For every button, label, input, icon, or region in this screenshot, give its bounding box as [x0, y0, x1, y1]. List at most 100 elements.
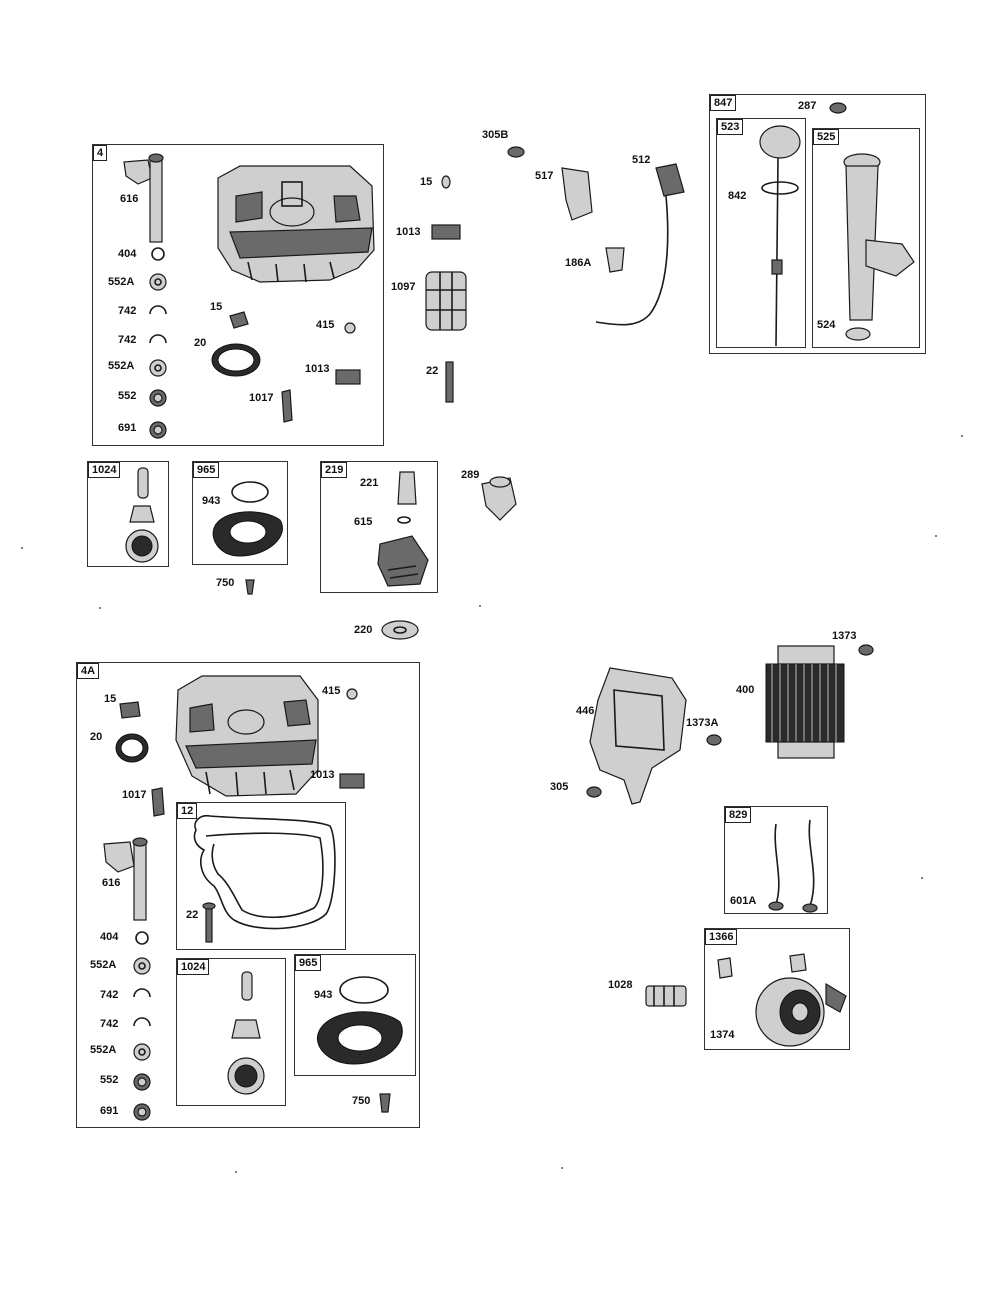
box-label-1366: 1366 [705, 929, 738, 946]
callout-415-top: 415 [316, 319, 335, 331]
callout-552A-bottom-2: 552A [90, 1044, 117, 1056]
box-label-965-top: 965 [193, 462, 220, 479]
callout-404-top: 404 [118, 248, 137, 260]
gasket-965-bottom [316, 976, 403, 1113]
callout-289: 289 [461, 469, 480, 481]
callout-742-top-1: 742 [118, 305, 137, 317]
callout-1017-top: 1017 [249, 392, 274, 404]
callout-22-bottom: 22 [186, 909, 199, 921]
frame-829 [724, 806, 828, 914]
frame-1366 [704, 928, 850, 1050]
box-label-1024-bottom: 1024 [177, 959, 210, 976]
callout-742-bottom-1: 742 [100, 989, 119, 1001]
callout-22-center: 22 [426, 365, 439, 377]
callout-552A-top-2: 552A [108, 360, 135, 372]
callout-601A: 601A [730, 895, 757, 907]
callout-400: 400 [736, 684, 755, 696]
callout-186A: 186A [565, 257, 592, 269]
box-label-847: 847 [710, 95, 737, 112]
dipstick-tube-616-bottom [103, 837, 148, 921]
frame-965-bottom [294, 954, 416, 1076]
filter-289 [481, 476, 517, 521]
gasket-965-top [212, 481, 283, 595]
dipstick-tube-616-top [123, 153, 164, 243]
callout-15-top: 15 [210, 301, 223, 313]
box-label-829: 829 [725, 807, 752, 824]
callout-305B: 305B [482, 129, 509, 141]
callout-616-bottom: 616 [102, 877, 121, 889]
callout-1017-bottom: 1017 [122, 789, 147, 801]
frame-965-top [192, 461, 288, 565]
callout-943-top: 943 [202, 495, 221, 507]
callout-1097: 1097 [391, 281, 416, 293]
callout-415-bottom: 415 [322, 685, 341, 697]
callout-1373: 1373 [832, 630, 857, 642]
frame-523 [716, 118, 806, 348]
callout-15-center: 15 [420, 176, 433, 188]
callout-943-bottom: 943 [314, 989, 333, 1001]
callout-842: 842 [728, 190, 747, 202]
callout-517: 517 [535, 170, 554, 182]
callout-691-bottom: 691 [100, 1105, 119, 1117]
callout-1373A: 1373A [686, 717, 719, 729]
frame-1024-bottom [176, 958, 286, 1106]
filter-1024-top [125, 467, 159, 563]
callout-1013-center: 1013 [396, 226, 421, 238]
callout-552-top: 552 [118, 390, 137, 402]
callout-15-bottom: 15 [104, 693, 117, 705]
oil-cooler-400 [765, 644, 874, 759]
box-label-965-bottom: 965 [295, 955, 322, 972]
box-label-219: 219 [321, 462, 348, 479]
callout-287: 287 [798, 100, 817, 112]
crankcase-top [217, 165, 375, 283]
callout-750-bottom: 750 [352, 1095, 371, 1107]
callout-20-bottom: 20 [90, 731, 103, 743]
box-label-12: 12 [177, 803, 198, 820]
callout-552A-top-1: 552A [108, 276, 135, 288]
frame-847 [709, 94, 926, 354]
pump-219 [377, 471, 429, 587]
callout-742-top-2: 742 [118, 334, 137, 346]
callout-1374: 1374 [710, 1029, 735, 1041]
fitting-1028 [645, 985, 687, 1007]
box-label-523: 523 [717, 119, 744, 136]
washers-stack-bottom [133, 931, 151, 1121]
frame-12 [176, 802, 346, 950]
frame-4 [92, 144, 384, 446]
callout-404-bottom: 404 [100, 931, 119, 943]
frame-219 [320, 461, 438, 593]
gasket-12 [193, 814, 336, 943]
callout-20-top: 20 [194, 337, 207, 349]
filter-1024-bottom [227, 971, 265, 1095]
dipstick-tube-524 [843, 153, 915, 341]
callout-750-top: 750 [216, 577, 235, 589]
callout-524: 524 [817, 319, 836, 331]
callout-220: 220 [354, 624, 373, 636]
callout-1013-top: 1013 [305, 363, 330, 375]
callout-221: 221 [360, 477, 379, 489]
box-label-525: 525 [813, 129, 840, 146]
frame-1024-top [87, 461, 169, 567]
callout-742-bottom-2: 742 [100, 1018, 119, 1030]
callout-512: 512 [632, 154, 651, 166]
callout-1028: 1028 [608, 979, 633, 991]
bracket-446 [586, 667, 722, 805]
hoses-829 [768, 819, 818, 913]
callout-552-bottom: 552 [100, 1074, 119, 1086]
dipstick-842 [759, 102, 847, 347]
callout-305: 305 [550, 781, 569, 793]
crankcase-bottom [115, 675, 365, 817]
callout-446: 446 [576, 705, 595, 717]
misc-parts-top [211, 311, 361, 423]
oil-filter-adapter-1366 [717, 953, 847, 1047]
gear-220 [381, 620, 419, 640]
box-label-4A: 4A [77, 663, 100, 680]
callout-691-top: 691 [118, 422, 137, 434]
center-parts-top [425, 146, 685, 403]
scan-specks [21, 435, 963, 1173]
box-label-4: 4 [93, 145, 108, 162]
frame-525 [812, 128, 920, 348]
callout-616-top: 616 [120, 193, 139, 205]
